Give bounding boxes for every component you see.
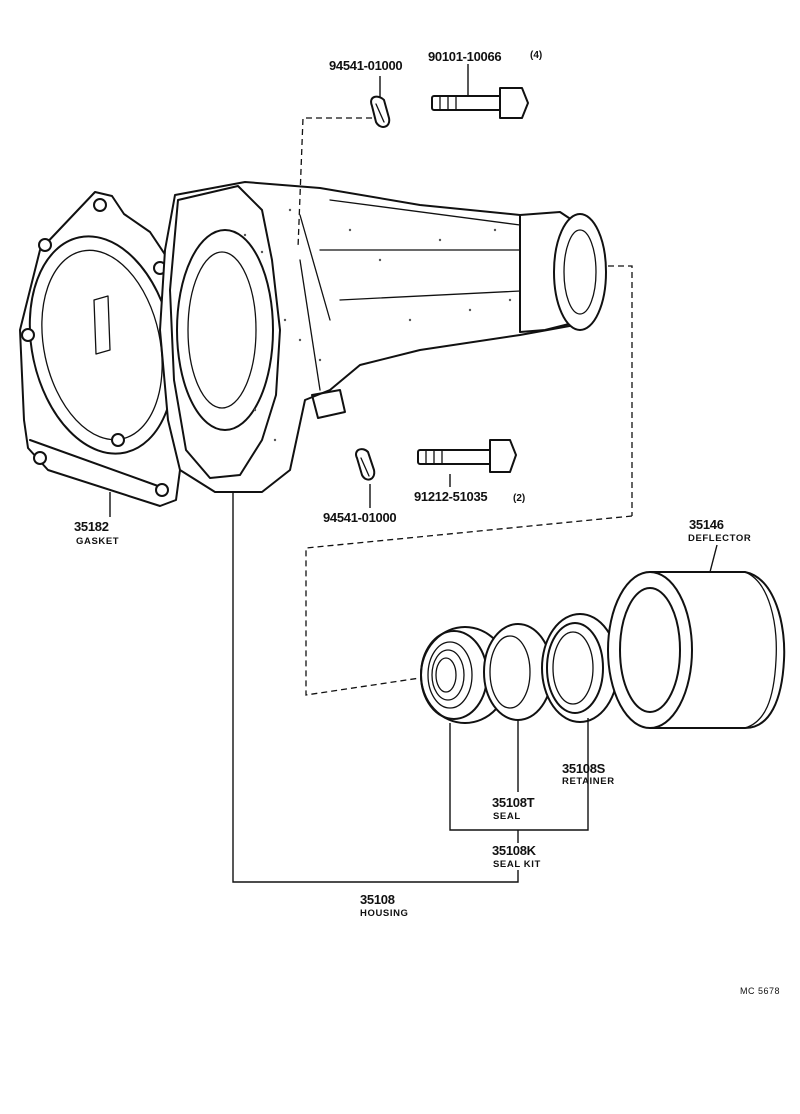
seal-name: SEAL	[493, 811, 521, 822]
retainer-name: RETAINER	[562, 776, 615, 787]
seal-kit-name: SEAL KIT	[493, 859, 541, 870]
gasket-name: GASKET	[76, 536, 120, 547]
assembly-guide-lines	[297, 117, 633, 696]
seal-part-number: 35108T	[492, 795, 535, 810]
bolt-lower-quantity: (2)	[513, 493, 526, 504]
seal-kit-part-number: 35108K	[492, 843, 536, 858]
drawing-reference-code: MC 5678	[740, 986, 781, 996]
deflector-part-number: 35146	[689, 517, 724, 532]
bolt-upper-drawing	[431, 87, 529, 119]
clip-lower-drawing	[355, 448, 376, 481]
gasket-part-number: 35182	[74, 519, 109, 534]
extension-housing-drawing	[159, 181, 607, 493]
housing-part-number: 35108	[360, 892, 395, 907]
gasket-drawing	[19, 191, 187, 507]
retainer-drawing	[541, 613, 619, 723]
leader-lines	[109, 64, 718, 883]
clip-upper-part-number: 94541-01000	[329, 58, 403, 73]
housing-name: HOUSING	[360, 908, 409, 919]
deflector-drawing	[607, 571, 786, 729]
bolt-upper-quantity: (4)	[530, 50, 543, 61]
clip-upper-drawing	[370, 95, 391, 128]
clip-lower-part-number: 94541-01000	[323, 510, 397, 525]
retainer-part-number: 35108S	[562, 761, 606, 776]
bolt-lower-part-number: 91212-51035	[414, 489, 488, 504]
bolt-lower-drawing	[417, 439, 517, 473]
bolt-upper-part-number: 90101-10066	[428, 49, 502, 64]
deflector-name: DEFLECTOR	[688, 533, 752, 544]
